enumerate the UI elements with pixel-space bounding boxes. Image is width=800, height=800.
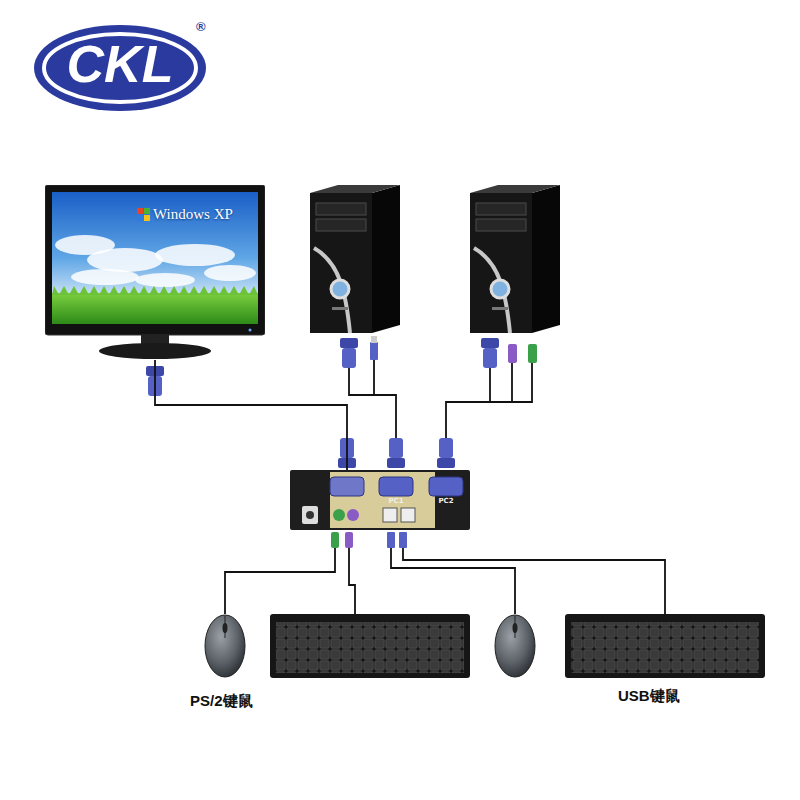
monitor: Windows XP bbox=[45, 185, 265, 360]
kvm-switch: PC1 PC2 bbox=[290, 470, 470, 530]
vga-plug bbox=[437, 438, 455, 468]
caption-label: USB键鼠 bbox=[618, 688, 680, 703]
cable bbox=[511, 362, 513, 402]
vga-plug bbox=[481, 338, 499, 368]
keyboard-body bbox=[270, 614, 470, 678]
tower-front bbox=[470, 193, 532, 333]
tower-port bbox=[332, 307, 348, 310]
vga-cable bbox=[155, 360, 347, 470]
ps2-plug bbox=[528, 344, 537, 363]
keyboard bbox=[565, 614, 765, 678]
vga-port bbox=[379, 477, 413, 496]
tower-side bbox=[532, 185, 560, 333]
vga-port bbox=[330, 477, 364, 496]
cable bbox=[225, 548, 335, 614]
monitor-bezel bbox=[45, 185, 265, 335]
vga-plug bbox=[387, 438, 405, 468]
keyboard-keys bbox=[571, 622, 759, 673]
keyboard-body bbox=[565, 614, 765, 678]
usb-plug bbox=[399, 532, 407, 548]
logo-ring bbox=[44, 34, 196, 102]
cloud bbox=[71, 269, 139, 285]
tower-side bbox=[372, 185, 400, 333]
pc-tower bbox=[470, 185, 560, 333]
ps2-plug bbox=[331, 532, 339, 548]
windows-flag bbox=[144, 215, 150, 221]
kvm-body bbox=[290, 470, 470, 530]
tower-stripe bbox=[474, 248, 510, 333]
caption-label: PS/2键鼠 bbox=[190, 693, 253, 708]
tower-stripe bbox=[314, 248, 350, 333]
pc-tower bbox=[310, 185, 400, 333]
ps2-plug bbox=[345, 532, 353, 548]
kvm-switch-text: PC1 bbox=[388, 498, 403, 506]
vga-plug bbox=[340, 338, 358, 368]
mouse-body bbox=[495, 615, 535, 677]
monitor-screen bbox=[52, 192, 258, 324]
cable bbox=[446, 362, 532, 440]
monitor-text: Windows XP bbox=[153, 206, 233, 223]
drive-bay bbox=[476, 219, 526, 231]
usb-port bbox=[401, 508, 415, 522]
power-button bbox=[331, 280, 349, 298]
grass bbox=[52, 293, 258, 324]
usb-plug bbox=[370, 342, 378, 360]
ps2-plug bbox=[508, 344, 517, 363]
power-led bbox=[249, 329, 252, 332]
mouse-wheel bbox=[513, 623, 518, 633]
cloud bbox=[135, 273, 195, 287]
logo-oval bbox=[34, 25, 206, 111]
power-jack-hole bbox=[306, 511, 314, 519]
cable bbox=[349, 548, 355, 614]
power-jack bbox=[302, 506, 318, 524]
ps2-port bbox=[347, 509, 359, 521]
drive-bay bbox=[316, 219, 366, 231]
vga-port bbox=[429, 477, 463, 496]
windows-flag bbox=[144, 208, 150, 214]
logo-text: CKL bbox=[67, 38, 174, 90]
usb-plug bbox=[387, 532, 395, 548]
cable bbox=[373, 360, 375, 395]
cable bbox=[489, 366, 491, 402]
tower-top bbox=[470, 185, 560, 193]
tower-top bbox=[310, 185, 400, 193]
tower-front bbox=[310, 193, 372, 333]
mouse-body bbox=[205, 615, 245, 677]
windows-flag bbox=[137, 208, 143, 214]
kvm-switch-text: PC2 bbox=[438, 498, 453, 506]
cables bbox=[225, 360, 665, 614]
cloud bbox=[87, 248, 163, 272]
cloud bbox=[204, 265, 256, 281]
grass-blades bbox=[52, 286, 258, 295]
drive-bay bbox=[476, 203, 526, 215]
mouse bbox=[205, 615, 245, 677]
registered-mark: ® bbox=[196, 20, 206, 33]
mouse bbox=[495, 615, 535, 677]
ps2-port bbox=[333, 509, 345, 521]
keyboard bbox=[270, 614, 470, 678]
cable bbox=[391, 548, 515, 614]
mouse-wheel bbox=[223, 623, 228, 633]
power-button bbox=[491, 280, 509, 298]
drive-bay bbox=[316, 203, 366, 215]
usb-port bbox=[383, 508, 397, 522]
kvm-panel bbox=[330, 472, 435, 528]
windows-flag bbox=[137, 215, 143, 221]
tower-port bbox=[492, 307, 508, 310]
usb-plug-tip bbox=[371, 336, 377, 343]
cloud bbox=[155, 244, 235, 266]
cable bbox=[403, 548, 665, 614]
cable bbox=[349, 366, 396, 440]
keyboard-keys bbox=[276, 622, 464, 673]
monitor-base bbox=[99, 343, 211, 359]
